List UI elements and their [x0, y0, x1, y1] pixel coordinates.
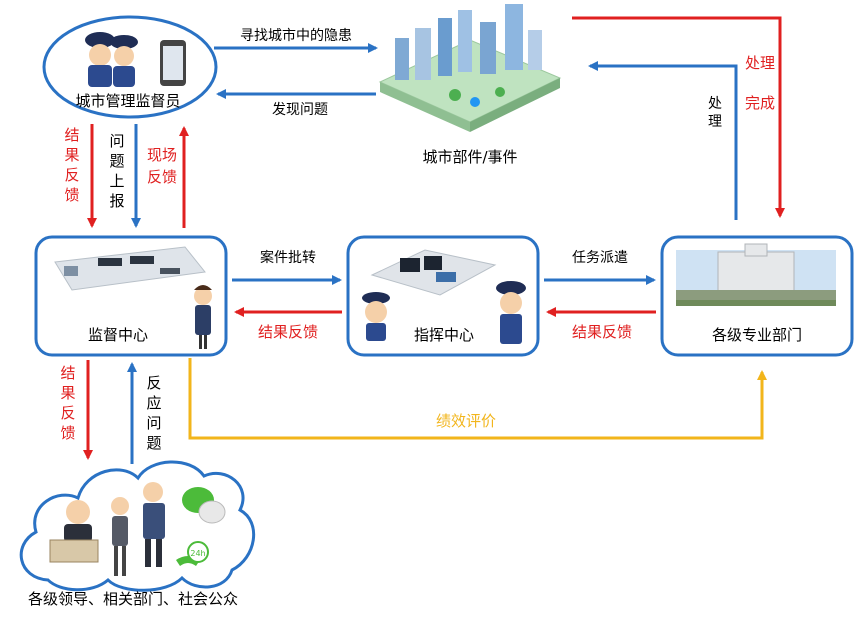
- office-floorplan-icon: [54, 246, 206, 291]
- reflect-problem-4: 题: [146, 434, 161, 452]
- result-feedback-v2: 果: [64, 146, 79, 164]
- supervision-center-node: 监督中心: [34, 235, 228, 357]
- result-feedback-v1: 结: [64, 126, 79, 144]
- problem-report-3: 上: [109, 172, 124, 190]
- officer-left-icon: [362, 292, 390, 341]
- smartphone-icon: [160, 40, 186, 86]
- problem-report-2: 题: [109, 152, 124, 170]
- processing-label-2: 理: [708, 114, 722, 130]
- result-feedback-h1: 结果反馈: [258, 323, 318, 341]
- departments-node: 各级专业部门: [660, 235, 854, 357]
- city-illustration: 城市部件/事件: [378, 4, 562, 166]
- command-center-node: 指挥中心: [346, 235, 540, 357]
- leader-icon: [49, 500, 99, 563]
- government-building-icon: [676, 243, 836, 306]
- field-feedback-1: 现场: [147, 146, 177, 164]
- performance-label: 绩效评价: [436, 412, 496, 430]
- completed-label-1: 处理: [745, 54, 775, 72]
- public-label: 各级领导、相关部门、社会公众: [28, 590, 238, 608]
- city-events-label: 城市部件/事件: [422, 148, 517, 166]
- staff-woman-icon: [194, 285, 212, 349]
- hotline-24h-icon: 24h: [176, 541, 209, 566]
- result-feedback-p1: 结: [60, 364, 75, 382]
- find-hazards-label: 寻找城市中的隐患: [240, 27, 352, 44]
- woman-icon: [111, 497, 129, 576]
- case-transfer-label: 案件批转: [260, 249, 316, 266]
- dispatch-label: 任务派遣: [572, 250, 628, 266]
- result-feedback-v4: 馈: [64, 186, 79, 204]
- supervision-center-label: 监督中心: [88, 326, 148, 344]
- reflect-problem-2: 应: [146, 394, 161, 412]
- officer-icon: [85, 32, 138, 87]
- inspector-node: 城市管理监督员: [42, 15, 218, 119]
- command-center-label: 指挥中心: [414, 326, 474, 344]
- wechat-icon: [182, 487, 226, 524]
- problem-report-4: 报: [109, 192, 124, 210]
- result-feedback-v3: 反: [64, 166, 79, 184]
- reflect-problem-1: 反: [146, 374, 161, 392]
- completed-label-2: 完成: [745, 94, 775, 112]
- field-feedback-2: 反馈: [147, 168, 177, 186]
- departments-label: 各级专业部门: [712, 326, 802, 344]
- control-room-icon: [370, 249, 497, 296]
- problem-report-1: 问: [109, 132, 124, 150]
- result-feedback-p4: 馈: [60, 424, 75, 442]
- officer-right-icon: [496, 281, 526, 344]
- man-icon: [143, 482, 165, 567]
- inspector-label: 城市管理监督员: [75, 92, 180, 110]
- arrow-performance-evaluation: [188, 358, 767, 440]
- result-feedback-h2: 结果反馈: [572, 323, 632, 341]
- hotline-24h-label: 24h: [190, 549, 205, 558]
- discover-problems-label: 发现问题: [272, 102, 328, 118]
- reflect-problem-3: 问: [146, 414, 161, 432]
- processing-label-1: 处: [708, 96, 722, 112]
- result-feedback-p2: 果: [60, 384, 75, 402]
- arrow-processing: [588, 61, 738, 220]
- arrow-completed: [572, 16, 785, 218]
- result-feedback-p3: 反: [60, 404, 75, 422]
- public-node: 24h 各级领导、相关部门、社会公众: [19, 460, 256, 608]
